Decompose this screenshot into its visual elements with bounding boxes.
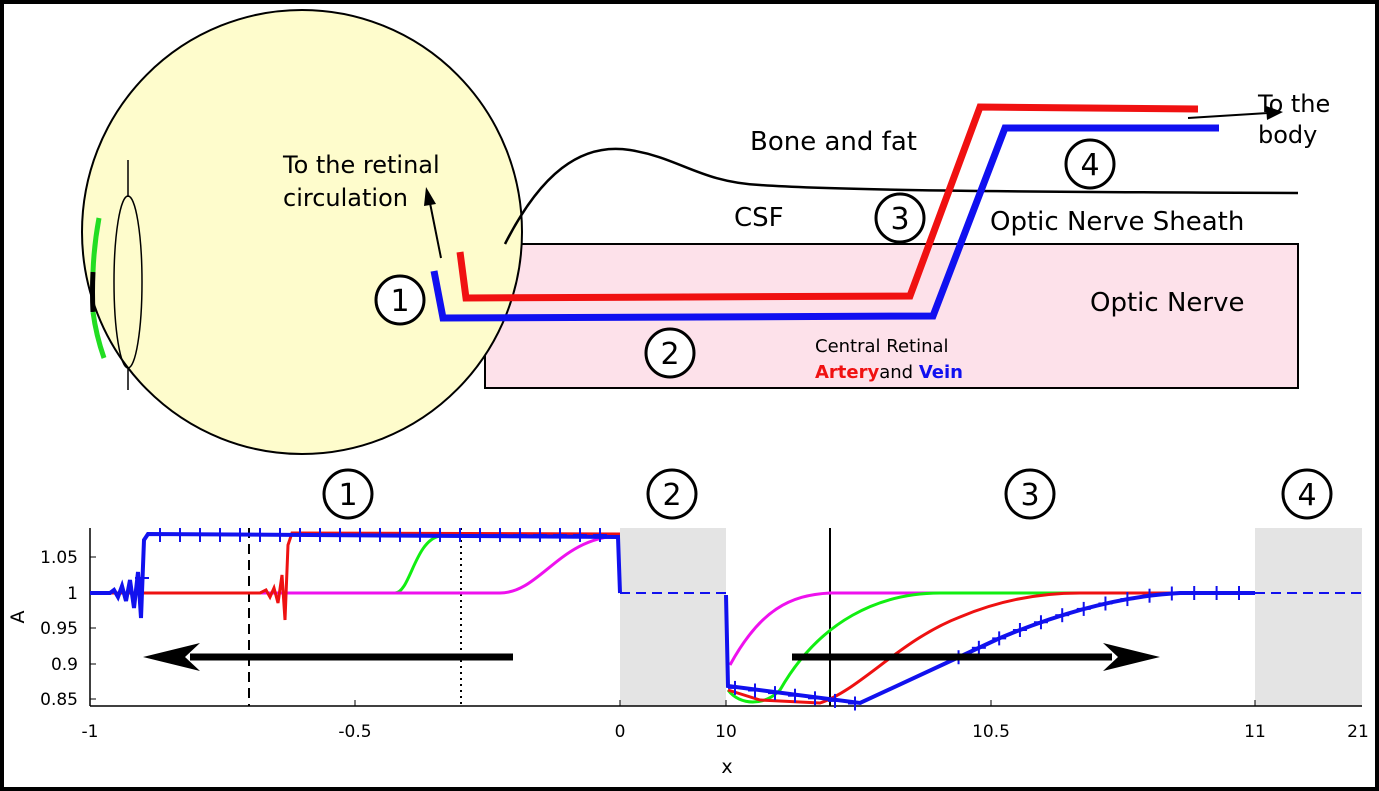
plot-marker-1: 1 — [322, 468, 374, 520]
anatomy-marker-4: 4 — [1064, 138, 1116, 190]
sheath-boundary — [503, 147, 1299, 245]
xtick-2: -0.5 — [338, 722, 371, 742]
anatomy-marker-1-text: 1 — [390, 284, 409, 319]
bone-and-fat-label: Bone and fat — [750, 127, 917, 157]
red-curve-right — [727, 591, 1255, 705]
artery-and-vein-label: Arteryand Vein — [815, 362, 963, 383]
plot-marker-2-text: 2 — [662, 478, 681, 513]
blue-curve-left — [90, 531, 622, 619]
plot-marker-1-text: 1 — [338, 478, 357, 513]
simulation-plot: 1.05 1 0.95 0.9 0.85 -1 -0.5 0 10 10.5 1… — [7, 468, 1369, 778]
left-direction-arrow — [143, 643, 513, 671]
cornea-mark-middle — [90, 271, 96, 313]
cornea-mark-bottom — [90, 311, 107, 359]
ytick-5: 0.85 — [40, 690, 78, 710]
xtick-4: 10 — [715, 722, 737, 742]
anatomy-marker-1: 1 — [374, 274, 426, 326]
cornea-mark-top — [90, 217, 102, 273]
anatomy-marker-2: 2 — [644, 327, 696, 379]
anatomy-marker-3: 3 — [874, 192, 926, 244]
y-ticks: 1.05 1 0.95 0.9 0.85 — [40, 548, 96, 710]
x-ticks: -1 -0.5 0 10 10.5 11 21 — [82, 700, 1369, 742]
plot-marker-2: 2 — [646, 468, 698, 520]
plot-marker-3-text: 3 — [1020, 478, 1039, 513]
central-retinal-vein — [430, 124, 1219, 322]
shaded-region-4 — [1255, 528, 1362, 706]
vein-word: Vein — [919, 362, 963, 383]
arrow-to-body — [1187, 106, 1283, 120]
plot-marker-4: 4 — [1281, 468, 1333, 520]
central-retinal-label: Central Retinal — [815, 336, 949, 357]
ytick-4: 0.9 — [51, 655, 78, 675]
artery-word: Artery — [815, 362, 879, 383]
central-retinal-artery — [456, 103, 1199, 302]
arrow-to-retina — [424, 187, 442, 259]
anatomy-diagram: To the retinal circulation Bone and fat … — [81, 9, 1330, 455]
magenta-curve-right — [728, 591, 1255, 666]
ytick-2: 1 — [67, 584, 78, 604]
anatomy-marker-3-text: 3 — [890, 202, 909, 237]
blue-plus-markers — [135, 528, 1247, 711]
xtick-1: -1 — [82, 722, 99, 742]
magenta-curve-left — [90, 534, 621, 595]
to-the-body-label-line2: body — [1258, 121, 1317, 149]
anatomy-marker-2-text: 2 — [660, 337, 679, 372]
retinal-circulation-label-line2: circulation — [283, 184, 408, 212]
anatomy-marker-4-text: 4 — [1080, 148, 1099, 183]
to-the-body-label-line1: To the — [1257, 90, 1330, 118]
plot-marker-3: 3 — [1004, 468, 1056, 520]
xtick-3: 0 — [615, 722, 626, 742]
optic-nerve-label: Optic Nerve — [1090, 288, 1244, 318]
right-direction-arrow — [792, 643, 1160, 671]
optic-nerve-sheath-label: Optic Nerve Sheath — [990, 207, 1244, 237]
x-axis-label: x — [721, 756, 732, 778]
retinal-circulation-label-line1: To the retinal — [282, 151, 440, 179]
ytick-1: 1.05 — [40, 548, 78, 568]
xtick-5: 10.5 — [972, 722, 1010, 742]
ytick-3: 0.95 — [40, 619, 78, 639]
shaded-region-2 — [620, 528, 726, 706]
and-word: and — [879, 362, 913, 383]
xtick-6: 11 — [1244, 722, 1266, 742]
plot-marker-4-text: 4 — [1297, 478, 1316, 513]
xtick-7: 21 — [1347, 722, 1369, 742]
y-axis-label: A — [7, 611, 29, 624]
red-curve-left — [90, 531, 621, 621]
eyeball — [81, 9, 523, 455]
csf-label: CSF — [734, 203, 784, 233]
